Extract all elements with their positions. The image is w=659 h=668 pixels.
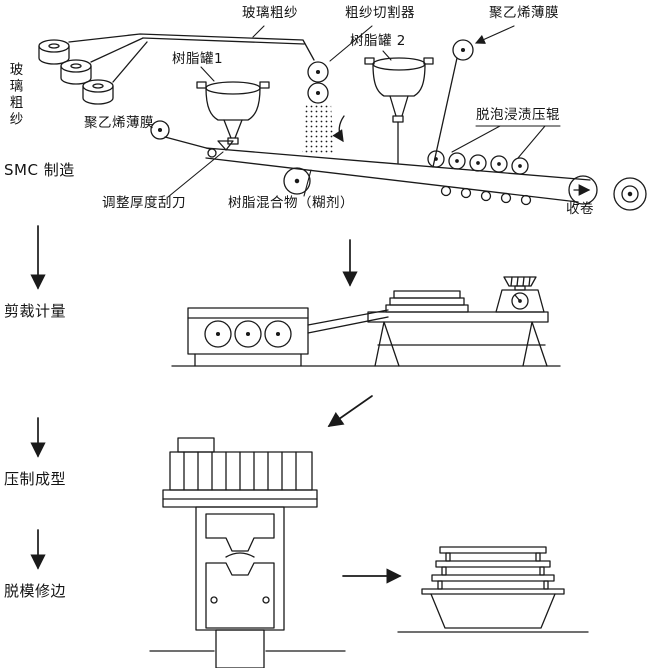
resin-tank-1-label: 树脂罐1 (172, 51, 224, 67)
resin-tank-1 (196, 81, 270, 145)
resin-tank-2 (364, 57, 434, 164)
stage-demold-trim-label: 脱模修边 (4, 582, 67, 600)
stage-smc-manufacture-label: SMC 制造 (4, 161, 75, 179)
roving-cutter (307, 61, 329, 104)
degassing-rollers (427, 150, 532, 206)
resin-tank-2-label: 树脂罐 2 (350, 33, 406, 49)
pe-film-left-label: 聚乙烯薄膜 (84, 115, 154, 131)
degas-rollers-label: 脱泡浸渍压辊 (476, 107, 560, 123)
weighing-scale (495, 276, 545, 313)
chopped-fiber-spray (302, 104, 334, 154)
glass-roving-left-label: 玻璃粗纱 (6, 62, 23, 128)
winding-label: 收卷 (566, 201, 594, 217)
press-machine (149, 437, 346, 668)
pe-film-roll-left (150, 120, 211, 150)
feed-direction-arrow (332, 115, 345, 143)
roving-threads (68, 33, 315, 83)
leader-lines (167, 25, 561, 198)
doctor-blade-label: 调整厚度刮刀 (102, 195, 186, 211)
flow-arrows (30, 225, 402, 584)
winding-roll (613, 177, 647, 211)
cutting-metering-station (171, 290, 561, 367)
resin-mixture-label: 树脂混合物（糊剂） (228, 195, 354, 211)
belt-end-roller (568, 175, 598, 205)
roving-cutter-label: 粗纱切割器 (345, 5, 415, 21)
doctor-blade (217, 140, 234, 151)
glass-roving-top-label: 玻璃粗纱 (242, 5, 298, 21)
molded-products (397, 546, 589, 633)
stage-cut-metering-label: 剪裁计量 (4, 302, 67, 320)
conveyor-belt (205, 147, 591, 203)
glass-roving-spools (38, 39, 114, 105)
pe-film-top-label: 聚乙烯薄膜 (489, 5, 559, 21)
pe-film-roll-right (432, 39, 474, 168)
stage-press-molding-label: 压制成型 (4, 470, 67, 488)
